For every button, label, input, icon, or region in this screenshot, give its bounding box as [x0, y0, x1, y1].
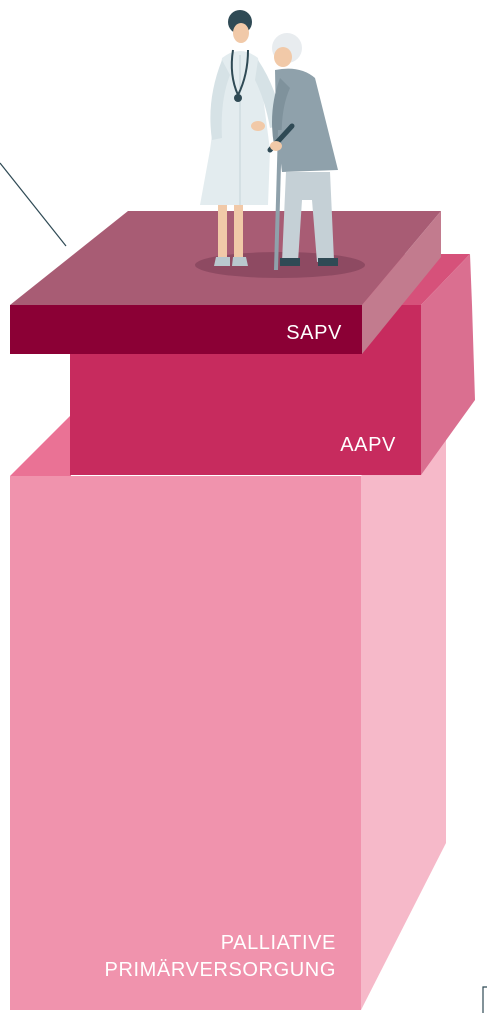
sapv-side-face	[362, 211, 441, 354]
sapv-block: SAPV	[10, 211, 441, 354]
sapv-label: SAPV	[286, 322, 342, 344]
leader-line	[0, 162, 67, 247]
aapv-side-face	[421, 254, 475, 475]
primary-label-line2: PRIMÄRVERSORGUNG	[105, 959, 337, 981]
elderly-patient-figure	[267, 33, 338, 271]
primary-front-face	[10, 476, 361, 1010]
sapv-front-face	[10, 305, 362, 354]
aapv-label: AAPV	[340, 434, 396, 456]
primary-side-face	[361, 416, 446, 1010]
corner-bracket	[482, 986, 487, 1013]
primary-label-line1: PALLIATIVE	[221, 932, 336, 954]
primary-care-block: PALLIATIVE PRIMÄRVERSORGUNG	[10, 416, 446, 1010]
primary-top-face	[10, 416, 71, 476]
people-illustration	[195, 10, 365, 278]
